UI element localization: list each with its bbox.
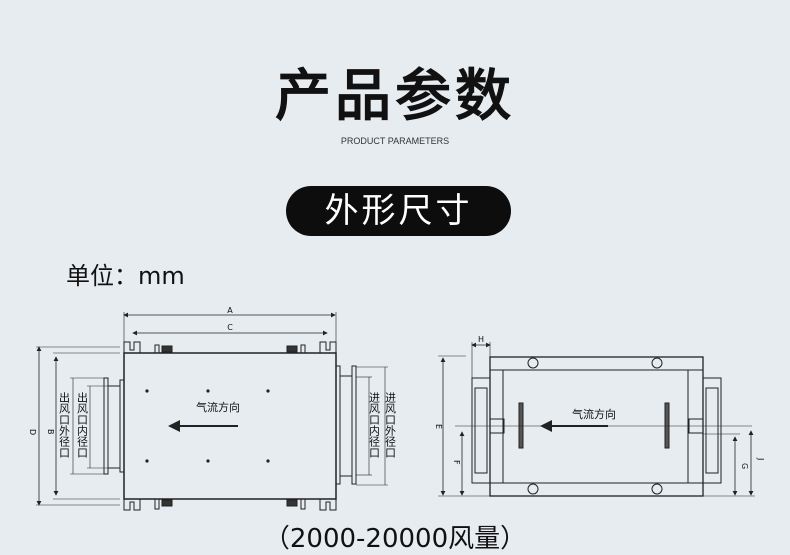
dim-A-label: A — [227, 306, 233, 315]
airflow-label: 气流方向 — [196, 400, 240, 414]
section-badge: 外形尺寸 — [286, 186, 511, 236]
outlet-outer-label: 出风口外径口 — [58, 391, 71, 458]
page-title: 产品参数 — [275, 64, 515, 129]
front-view: A C D B 气流方向 出风口外径口 出风口内径口 进风口内径口 进风口外径口 — [28, 306, 397, 511]
side-view: H E F G J 气流方向 — [434, 335, 765, 497]
dim-G-label: G — [740, 463, 749, 469]
dim-F-label: F — [452, 460, 461, 465]
airflow-label-side: 气流方向 — [572, 407, 616, 421]
dim-B-label: B — [46, 429, 55, 435]
slot — [518, 402, 524, 449]
dim-J-label: J — [756, 457, 765, 460]
dim-E-label: E — [434, 424, 443, 429]
outlet-flange — [103, 377, 109, 475]
unit-label: 单位：mm — [66, 262, 185, 290]
dim-C-label: C — [227, 323, 233, 332]
dim-D-label: D — [28, 429, 37, 435]
page-subtitle: PRODUCT PARAMETERS — [340, 136, 450, 146]
inner-body — [502, 369, 689, 484]
caster-wheels — [527, 357, 663, 495]
inlet-inner-label: 进风口内径口 — [368, 392, 381, 458]
inlet-outer-label: 进风口外径口 — [384, 392, 397, 458]
dim-H-label: H — [478, 335, 484, 344]
bracket — [123, 341, 141, 353]
airflow-range-caption: （2000-20000风量） — [263, 524, 527, 554]
outlet-inner-label: 出风口内径口 — [76, 391, 89, 458]
